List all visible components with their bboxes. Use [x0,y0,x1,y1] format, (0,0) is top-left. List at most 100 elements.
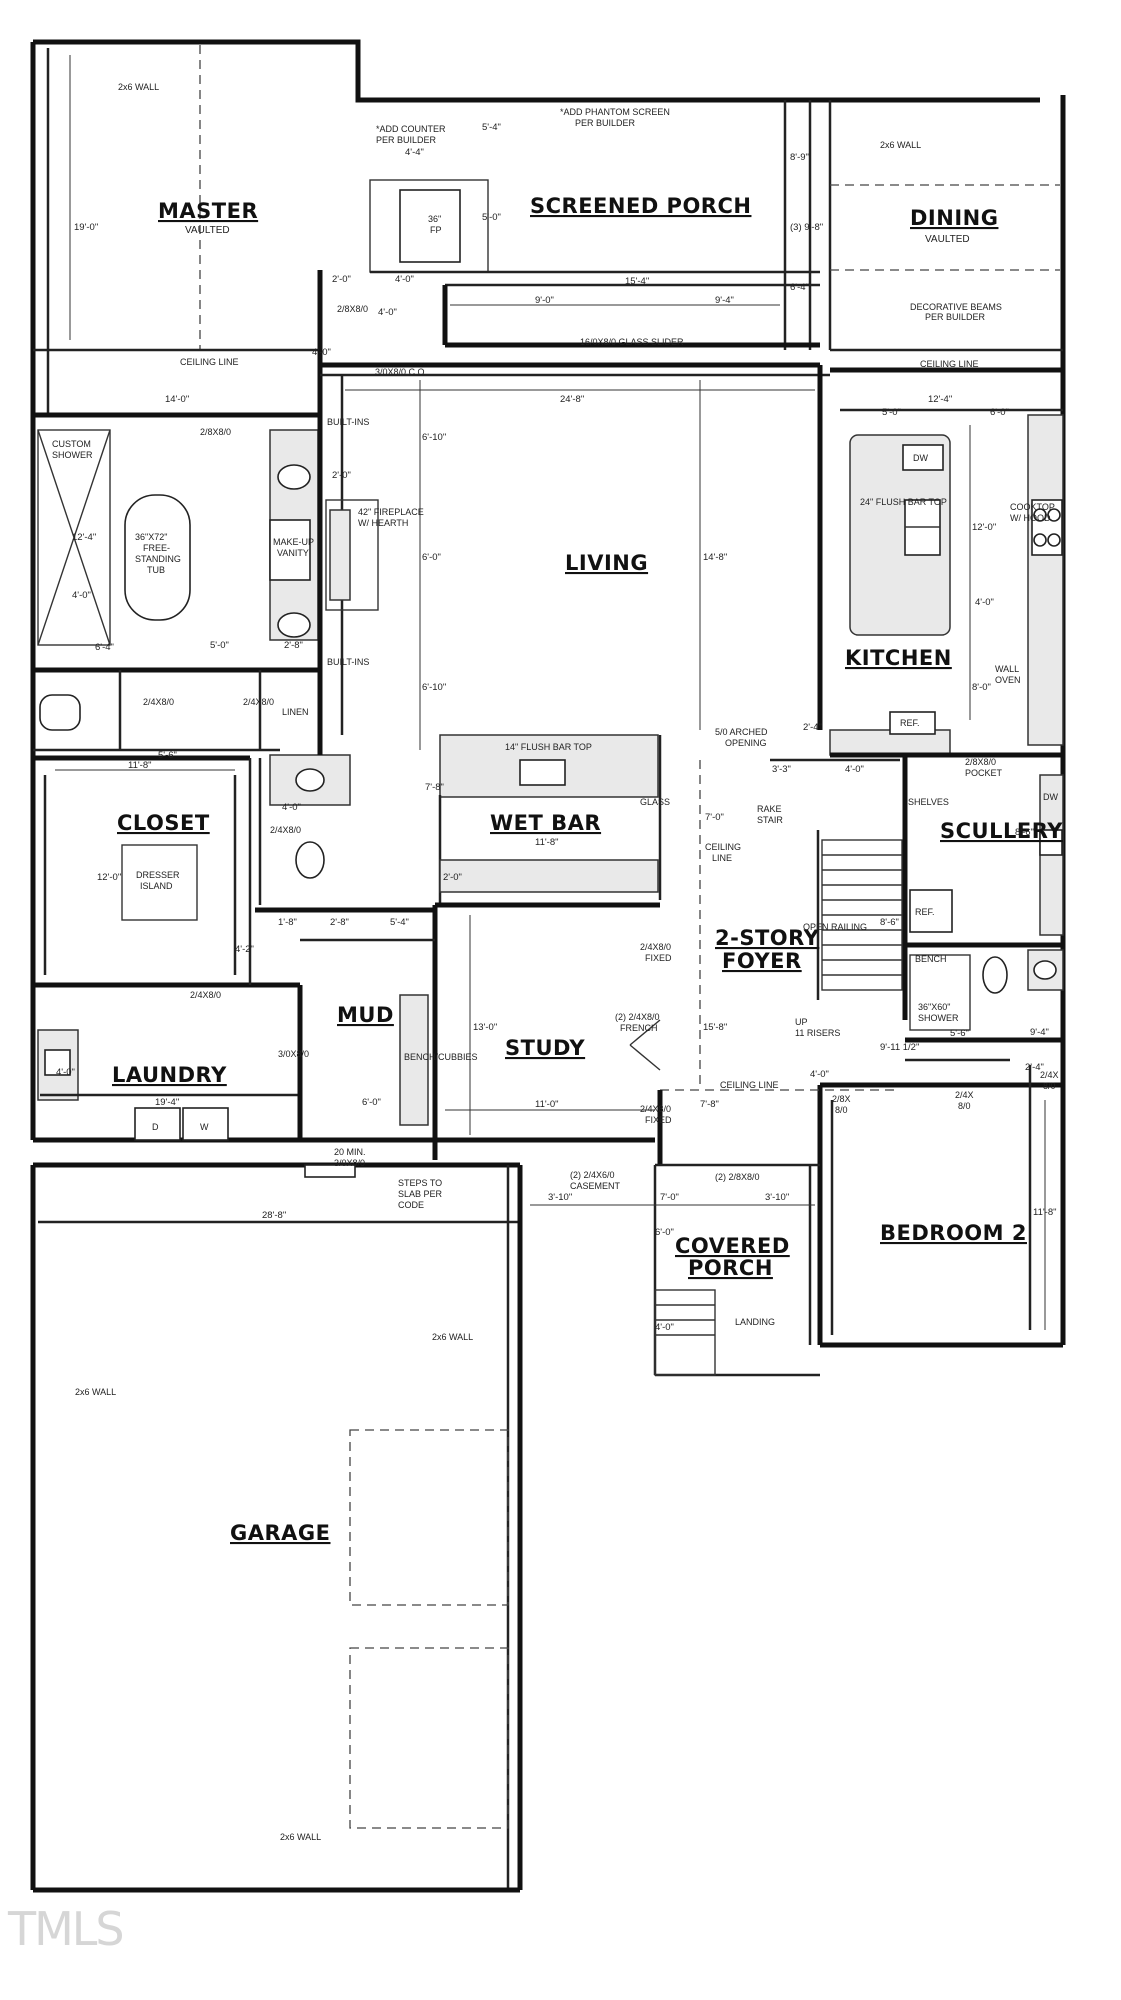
dimension: 2'-0" [332,274,351,285]
dimension: 13'-0" [473,1022,497,1033]
note-ceiling-line: CEILING [705,842,741,852]
note-bench: BENCH [915,954,947,964]
note-door: 2/4X [1040,1070,1059,1080]
dimension: 5'-4" [482,122,501,133]
note-ceiling-line: CEILING LINE [720,1080,779,1090]
note-fireplace-36: 36" [428,214,441,224]
master-bath [33,429,320,752]
note-phantom-screen: PER BUILDER [575,118,636,128]
dimension: 4'-0" [395,274,414,285]
note-door: 8/0 [1043,1081,1056,1091]
garage-walls [30,1162,523,1893]
dimension: 7'-8" [425,782,444,793]
dimension: 2'-4" [1025,1062,1044,1073]
room-label-foyer-2: FOYER [722,949,802,973]
dimension: 4'-2" [235,944,254,955]
room-label-scullery: SCULLERY [940,819,1063,843]
note-door: 3/0X8/0 [278,1049,309,1059]
dimension: 4'-0" [655,1322,674,1333]
note-door: 2/4X8/0 [190,990,221,1000]
dimension: 7'-8" [700,1099,719,1110]
dimension: 4'-4" [405,147,424,158]
bedroom-2 [820,1065,1063,1335]
note-pocket-door: POCKET [965,768,1003,778]
note-wall-2x6: 2x6 WALL [75,1387,116,1397]
room-label-garage: GARAGE [230,1521,331,1545]
room-label-bedroom-2: BEDROOM 2 [880,1221,1027,1245]
dimension: 15'-8" [703,1022,727,1033]
note-glass-slider: 16/0X8/0 GLASS SLIDER [580,337,684,347]
room-label-study: STUDY [505,1036,585,1060]
note-steps: CODE [398,1200,424,1210]
dimension: 7'-0" [660,1192,679,1203]
dimension: 12'-4" [72,532,96,543]
room-label-dining: DINING [910,206,998,230]
note-shelves: SHELVES [908,797,949,807]
dimension: 6'-10" [422,432,446,443]
covered-porch [530,1163,820,1377]
note-landing: LANDING [735,1317,775,1327]
note-fixed-window: FIXED [645,953,672,963]
dimension: 9'-4" [715,295,734,306]
note-makeup-vanity: VANITY [277,548,309,558]
dimension: 19'-4" [155,1097,179,1108]
note-fireplace: 42" FIREPLACE [358,507,424,517]
dimension: 14'-8" [703,552,727,563]
dimension: 15'-4" [625,276,649,287]
note-casement: (2) 2/4X6/0 [570,1170,615,1180]
dimension: 2'-8" [330,917,349,928]
dimension: 19'-0" [74,222,98,233]
note-fixed-window: 2/4X8/0 [640,1104,671,1114]
dimension: 5'-6" [158,750,177,761]
note-door: 2/4X [955,1090,974,1100]
dimension: (3) 9'-8" [790,222,823,233]
study [435,902,661,1135]
note-fixed-window: FIXED [645,1115,672,1125]
dimension: 3'-10" [765,1192,789,1203]
note-dresser-island: ISLAND [140,881,173,891]
note-add-counter: PER BUILDER [376,135,437,145]
note-shower: 36"X60" [918,1002,950,1012]
dimension: 11'-8" [1033,1207,1057,1218]
room-label-screened-porch: SCREENED PORCH [530,194,751,218]
dimension: 4'-0" [810,1069,829,1080]
closet [33,755,300,988]
room-label-mud: MUD [337,1003,394,1027]
note-casement: CASEMENT [570,1181,621,1191]
note-wall-oven: OVEN [995,675,1021,685]
note-wall-oven: WALL [995,664,1019,674]
note-flush-bar: 14" FLUSH BAR TOP [505,742,592,752]
note-phantom-screen: *ADD PHANTOM SCREEN [560,107,670,117]
room-label-covered-porch-1: COVERED [675,1234,790,1258]
note-dishwasher: DW [1043,792,1058,802]
dimension: 5'-4" [390,917,409,928]
note-tub: TUB [147,565,165,575]
plan-notes: 2x6 WALL 2x6 WALL 2x6 WALL 2x6 WALL 2x6 … [52,82,1059,1842]
room-sub-master: VAULTED [185,225,230,236]
dimension: 6'-0" [990,407,1009,418]
room-label-kitchen: KITCHEN [845,646,952,670]
note-wall-2x6: 2x6 WALL [880,140,921,150]
dimension: 1'-8" [278,917,297,928]
dimension: 11'-8" [535,837,559,848]
note-door: 20 MIN. [334,1147,366,1157]
note-door: 2/8X8/0 [337,304,368,314]
dimension: 14'-0" [165,394,189,405]
living-room [317,362,830,755]
room-sub-dining: VAULTED [925,234,970,245]
room-label-closet: CLOSET [117,811,210,835]
note-tub: STANDING [135,554,181,564]
note-refrigerator: REF. [900,718,920,728]
dimension: 28'-8" [262,1210,286,1221]
foyer [657,758,903,1165]
dimension: 5'-0" [482,212,501,223]
dimension: 6'-4" [790,282,809,293]
note-add-counter: *ADD COUNTER [376,124,446,134]
note-shower: SHOWER [918,1013,959,1023]
dimension: 6'-0" [422,552,441,563]
note-decorative-beams: DECORATIVE BEAMS [910,302,1002,312]
note-up-risers: 11 RISERS [795,1028,840,1038]
note-flush-bar: 24" FLUSH BAR TOP [860,497,947,507]
note-door: 2/8X8/0 [200,427,231,437]
